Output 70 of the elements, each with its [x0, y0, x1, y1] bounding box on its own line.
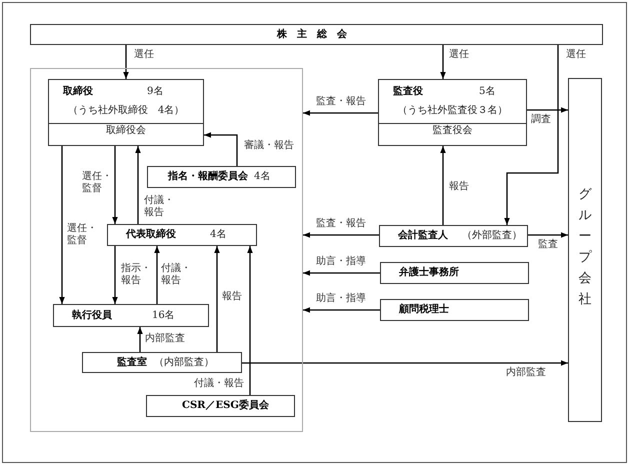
arrow	[154, 246, 160, 304]
arrow	[303, 270, 380, 276]
box-detail: 4名	[254, 171, 270, 183]
edge-label: 選任	[565, 49, 587, 61]
edge-label: 調査	[530, 114, 552, 126]
law-office-box	[380, 262, 529, 284]
tax-advisor-box	[380, 299, 529, 321]
box-title: 取締役	[63, 86, 93, 98]
member-count: 5名	[479, 86, 496, 98]
edge-label: 内部監査	[144, 333, 186, 345]
box-title: グループ会社	[578, 186, 592, 309]
edge-label: 監査・報告	[315, 218, 367, 230]
audit-office-box	[82, 352, 242, 373]
edge-label: 選任	[133, 49, 155, 61]
member-count: 9名	[147, 86, 164, 98]
edge-label: 助言・指導	[315, 256, 367, 268]
accountant-box	[379, 225, 528, 247]
edge-label: 選任	[448, 49, 470, 61]
officer-box	[53, 304, 209, 327]
arrow	[135, 146, 141, 224]
arrow	[112, 246, 118, 304]
edge-label: 監査	[537, 239, 559, 251]
director-box	[107, 224, 257, 246]
box-detail: （内部監査）	[154, 357, 214, 369]
arrow	[123, 45, 129, 79]
committee-box	[147, 166, 296, 188]
arrow	[242, 360, 568, 366]
arrow	[59, 146, 65, 304]
board-box	[48, 79, 204, 146]
box-detail: 16名	[152, 310, 175, 322]
box-title: CSR／ESG委員会	[182, 400, 269, 412]
edge-label: 監査・報告	[315, 96, 367, 108]
box-subtitle: （うち社外取締役 4名）	[66, 105, 186, 117]
edge-label: 内部監査	[505, 367, 547, 379]
meeting-title: 株主総会	[277, 29, 357, 41]
group-company-box	[568, 78, 602, 422]
council-label: 監査役会	[432, 125, 474, 137]
arrow	[112, 146, 118, 224]
arrow	[303, 110, 378, 116]
box-detail: 4名	[210, 229, 226, 241]
arrow	[303, 307, 380, 313]
arrow	[440, 45, 446, 79]
edge-label: 助言・指導	[315, 293, 367, 305]
arrow	[303, 232, 379, 238]
arrow	[504, 45, 559, 225]
meeting-bar	[30, 24, 603, 45]
edge-label: 付議・報告	[193, 378, 245, 390]
box-subtitle: （うち社外監査役３名）	[396, 105, 508, 117]
arrow	[440, 146, 446, 225]
box-detail: （外部監査）	[462, 230, 522, 242]
arrow	[527, 107, 568, 113]
box-title: 顧問税理士	[399, 304, 449, 316]
box-title: 監査室	[117, 357, 147, 369]
edge-label: 報告	[448, 181, 470, 193]
box-title: 監査役	[393, 86, 423, 98]
auditor-box	[378, 79, 527, 146]
committee-box	[146, 395, 295, 417]
edge-label: 審議・報告	[243, 140, 295, 152]
box-title: 弁護士事務所	[399, 267, 459, 279]
box-title: 指名・報酬委員会	[168, 171, 248, 183]
arrow	[214, 246, 220, 352]
box-title: 執行役員	[72, 310, 112, 322]
council-label: 取締役会	[105, 125, 147, 137]
arrow	[204, 132, 238, 166]
arrow	[137, 327, 143, 352]
edge-label: 報告	[221, 291, 243, 303]
box-title: 会計監査人	[398, 230, 448, 242]
arrow	[528, 232, 568, 238]
arrow	[247, 246, 253, 395]
box-title: 代表取締役	[126, 229, 176, 241]
